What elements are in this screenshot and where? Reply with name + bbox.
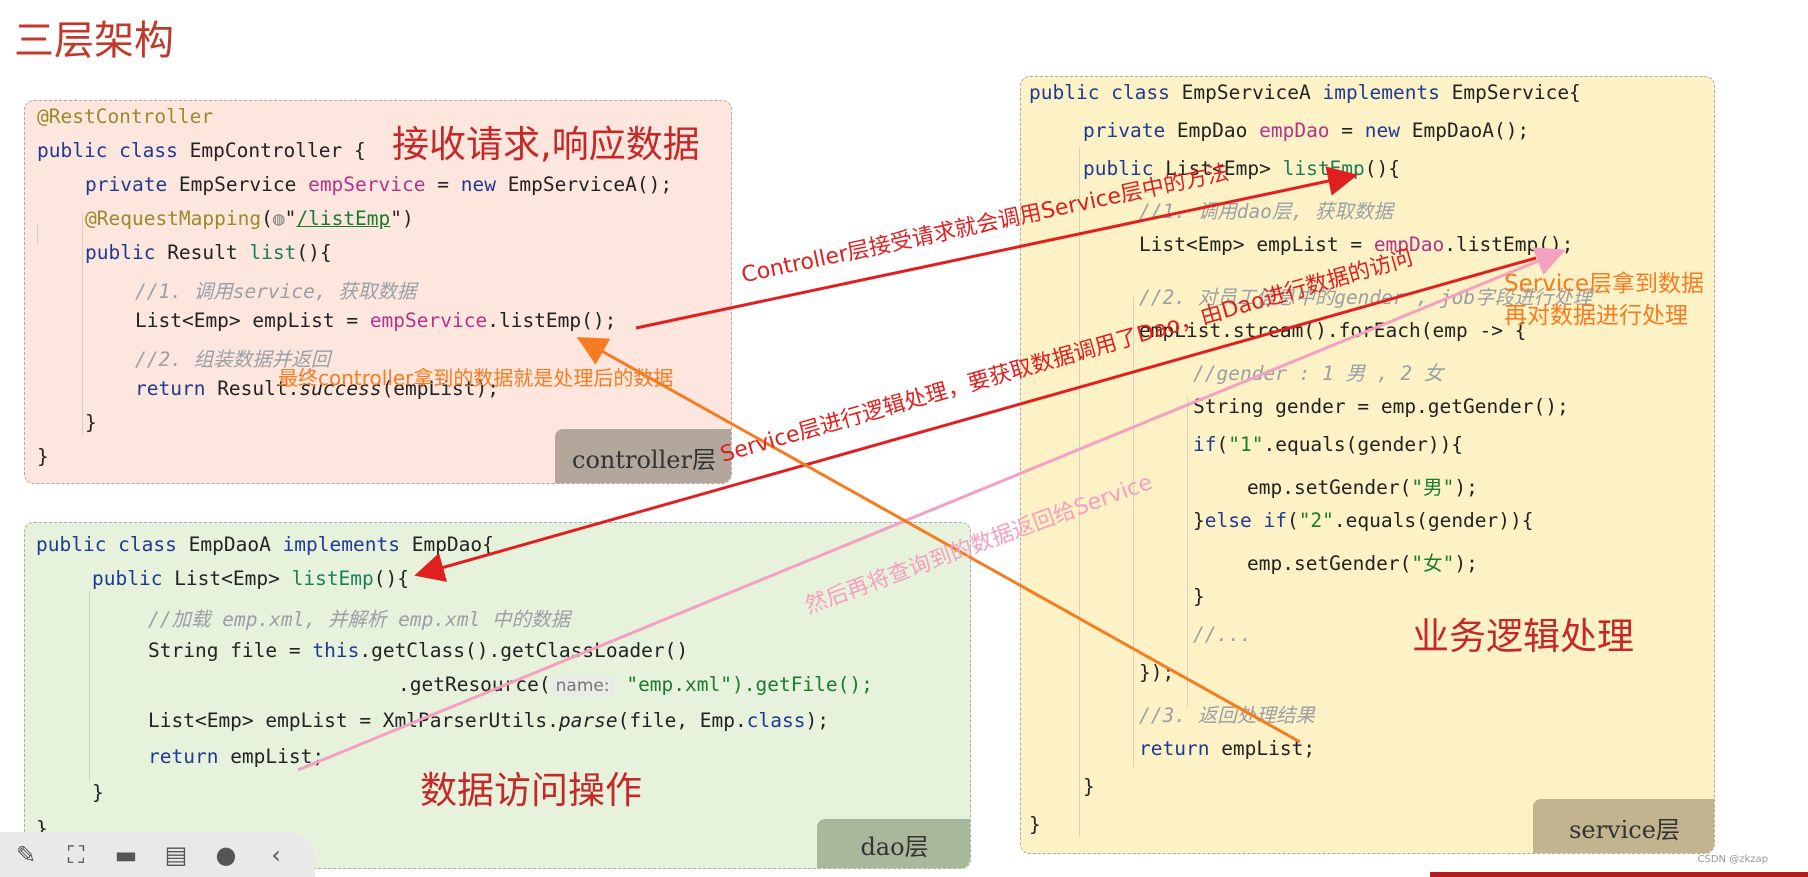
- controller-code-line-6: //1. 调用service, 获取数据: [135, 280, 417, 303]
- dao-code-line-9: }: [36, 817, 48, 840]
- service-code-line-4: //1. 调用dao层, 获取数据: [1139, 200, 1393, 223]
- service-code-line-9: String gender = emp.getGender();: [1193, 395, 1569, 418]
- controller-code-line-5: public Result list(){: [85, 241, 332, 264]
- service-code-line-16: });: [1139, 661, 1175, 684]
- controller-code-line-2: public class EmpController {: [37, 139, 366, 162]
- page-title: 三层架构: [14, 18, 174, 64]
- screenshot-icon[interactable]: ⛶: [67, 840, 85, 869]
- annotation-controller-gets-result: 最终controller拿到的数据就是处理后的数据: [278, 366, 674, 390]
- controller-code-line-1: @RestController: [37, 105, 214, 128]
- service-code-line-5: List<Emp> empList = empDao.listEmp();: [1139, 233, 1574, 256]
- dao-code-line-5: .getResource(name: "emp.xml").getFile();: [398, 673, 873, 696]
- service-code-line-13: emp.setGender("女");: [1247, 552, 1478, 575]
- more-icon[interactable]: ●: [215, 840, 237, 869]
- service-code-line-18: return empList;: [1139, 737, 1316, 760]
- collapse-icon[interactable]: ‹: [271, 840, 281, 869]
- controller-code-line-10: }: [85, 411, 97, 434]
- camera-icon[interactable]: ▬: [114, 840, 138, 869]
- dao-code-line-4: String file = this.getClass().getClassLo…: [148, 639, 689, 662]
- service-code-line-11: emp.setGender("男");: [1247, 476, 1478, 499]
- controller-layer-label: controller层: [555, 429, 731, 483]
- controller-code-line-4: @RequestMapping(◍"/listEmp"): [85, 207, 414, 230]
- controller-code-line-7: List<Emp> empList = empService.listEmp()…: [135, 309, 617, 332]
- dao-code-line-6: List<Emp> empList = XmlParserUtils.parse…: [148, 709, 829, 732]
- comment-icon[interactable]: ▤: [164, 840, 188, 869]
- service-code-line-17: //3. 返回处理结果: [1139, 704, 1315, 727]
- controller-code-line-8: //2. 组装数据并返回: [135, 348, 331, 371]
- service-code-line-12: }else if("2".equals(gender)){: [1193, 509, 1534, 532]
- dao-code-line-8: }: [92, 781, 104, 804]
- parameter-hint: name:: [550, 676, 615, 696]
- service-code-line-1: public class EmpServiceA implements EmpS…: [1029, 81, 1581, 104]
- dao-layer-box: public class EmpDaoA implements EmpDao{ …: [24, 522, 971, 869]
- dao-code-line-1: public class EmpDaoA implements EmpDao{: [36, 533, 494, 556]
- service-code-line-19: }: [1083, 775, 1095, 798]
- service-code-line-10: if("1".equals(gender)){: [1193, 433, 1464, 456]
- annotation-service-processes-line1: Service层拿到数据: [1504, 271, 1705, 297]
- service-code-line-3: public List<Emp> listEmp(){: [1083, 157, 1401, 180]
- dao-layer-label: dao层: [817, 819, 970, 868]
- controller-code-line-11: }: [37, 445, 49, 468]
- service-layer-label: service层: [1533, 799, 1714, 853]
- bottom-toolbar: ✎ ⛶ ▬ ▤ ● ‹: [0, 832, 315, 877]
- service-code-line-15: //...: [1193, 623, 1252, 646]
- service-code-line-8: //gender : 1 男 , 2 女: [1193, 362, 1444, 385]
- dao-heading: 数据访问操作: [420, 769, 642, 812]
- dao-code-line-2: public List<Emp> listEmp(){: [92, 567, 410, 590]
- controller-code-line-3: private EmpService empService = new EmpS…: [85, 173, 673, 196]
- service-code-line-20: }: [1029, 813, 1041, 836]
- controller-heading: 接收请求,响应数据: [392, 123, 700, 166]
- dao-code-line-3: //加载 emp.xml, 并解析 emp.xml 中的数据: [148, 608, 571, 631]
- service-code-line-2: private EmpDao empDao = new EmpDaoA();: [1083, 119, 1530, 142]
- bottom-red-bar: [1430, 872, 1808, 877]
- pencil-icon[interactable]: ✎: [15, 840, 37, 869]
- annotation-service-processes-line2: 再对数据进行处理: [1504, 303, 1688, 329]
- credit-text: CSDN @zkzap: [1697, 854, 1768, 865]
- dao-code-line-7: return empList;: [148, 745, 325, 768]
- service-heading: 业务逻辑处理: [1412, 615, 1634, 658]
- service-code-line-14: }: [1193, 585, 1205, 608]
